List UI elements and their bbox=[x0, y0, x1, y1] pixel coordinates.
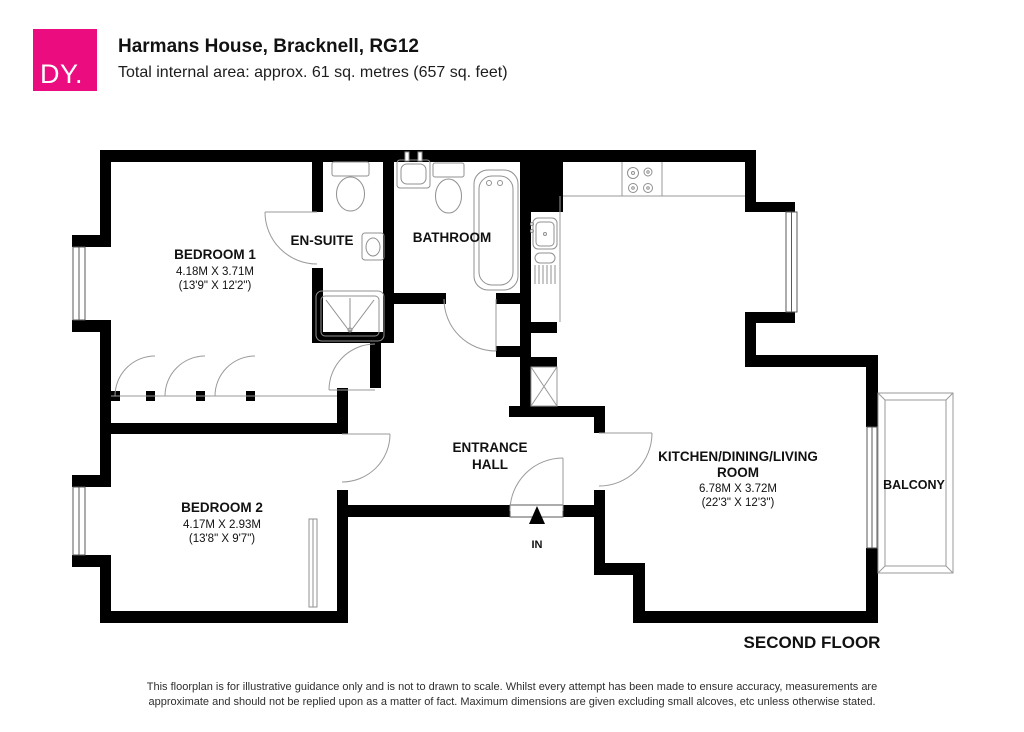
bedroom2-door bbox=[341, 433, 391, 483]
balcony-label: BALCONY bbox=[883, 478, 945, 492]
floor-level-label: SECOND FLOOR bbox=[744, 633, 881, 652]
agency-logo-text: DY. bbox=[40, 59, 84, 89]
ensuite-toilet bbox=[331, 161, 370, 212]
bathroom-sink bbox=[396, 151, 431, 189]
fixtures bbox=[308, 151, 745, 608]
disclaimer-line2: approximate and should not be replied up… bbox=[148, 695, 876, 708]
ensuite-door bbox=[264, 211, 318, 265]
bedroom1-window bbox=[72, 246, 86, 321]
bathroom-label: BATHROOM bbox=[413, 230, 492, 245]
disclaimer: This floorplan is for illustrative guida… bbox=[112, 680, 912, 709]
wardrobe-doors bbox=[111, 355, 337, 397]
agency-logo: DY. bbox=[33, 29, 97, 91]
kitchen-dims-metric: 6.78M X 3.72M bbox=[699, 483, 777, 495]
kitchen-hob bbox=[627, 167, 653, 193]
kitchen-label-line1: KITCHEN/DINING/LIVING bbox=[658, 449, 818, 464]
balcony-door-window bbox=[866, 426, 878, 549]
bedroom1-door bbox=[328, 343, 376, 391]
kitchen-dims-imperial: (22'3" X 12'3") bbox=[702, 497, 775, 509]
balcony-deck bbox=[877, 392, 954, 574]
disclaimer-line1: This floorplan is for illustrative guida… bbox=[146, 681, 878, 693]
bedroom2-dims-imperial: (13'8" X 9'7") bbox=[189, 533, 255, 545]
bedroom1-dims-metric: 4.18M X 3.71M bbox=[176, 266, 254, 278]
bedroom1-label: BEDROOM 1 bbox=[174, 247, 256, 262]
ensuite-label: EN-SUITE bbox=[290, 233, 353, 248]
bedroom1-dims-imperial: (13'9" X 12'2") bbox=[179, 280, 252, 292]
bathroom-door bbox=[443, 298, 497, 352]
entry-in-label: IN bbox=[532, 539, 543, 551]
ensuite-shower bbox=[315, 290, 385, 342]
entrance-hall-label-line2: HALL bbox=[472, 457, 508, 472]
room-labels: BEDROOM 1 4.18M X 3.71M (13'9" X 12'2") … bbox=[174, 230, 945, 652]
entry-arrow bbox=[529, 506, 545, 524]
kitchen-window bbox=[785, 211, 798, 313]
bathtub bbox=[473, 169, 519, 291]
kitchen-door bbox=[598, 432, 653, 487]
kitchen-sink bbox=[530, 217, 558, 284]
bathroom-toilet bbox=[432, 162, 465, 214]
hall-cupboard bbox=[530, 366, 558, 407]
windows bbox=[72, 211, 878, 556]
entrance-hall-label-line1: ENTRANCE bbox=[452, 440, 527, 455]
property-title: Harmans House, Bracknell, RG12 bbox=[118, 36, 419, 57]
bedroom2-window bbox=[72, 486, 86, 556]
walls bbox=[72, 150, 878, 623]
kitchen-counter bbox=[559, 162, 745, 322]
bedroom2-dims-metric: 4.17M X 2.93M bbox=[183, 519, 261, 531]
bedroom2-radiator bbox=[308, 518, 318, 608]
ensuite-sink bbox=[361, 232, 385, 261]
property-area-subtitle: Total internal area: approx. 61 sq. metr… bbox=[118, 64, 508, 81]
kitchen-label-line2: ROOM bbox=[717, 465, 759, 480]
bedroom2-label: BEDROOM 2 bbox=[181, 500, 263, 515]
